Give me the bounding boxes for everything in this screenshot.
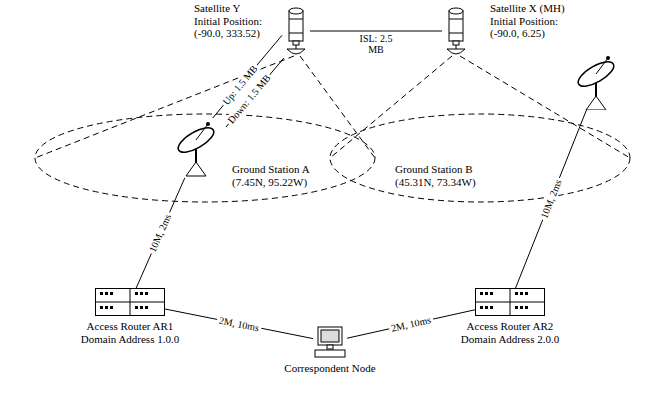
link-line [165, 309, 313, 339]
router-case [476, 289, 545, 316]
router-icon [95, 288, 165, 316]
satellite-body [449, 11, 463, 41]
router-led [485, 306, 488, 309]
router-led [105, 292, 108, 295]
router-led [145, 292, 148, 295]
satellite-antenna [447, 49, 465, 54]
router-led [515, 306, 518, 309]
ground-station-node: Ground Station A (7.45N, 95.22W) [170, 118, 226, 178]
router-led [515, 292, 518, 295]
router-led [100, 306, 103, 309]
dish-base [586, 96, 606, 110]
satellite-band [449, 33, 463, 34]
link-label: 2M, 10ms [216, 314, 262, 334]
router-led [145, 306, 148, 309]
ground-station-node: Ground Station B (45.31N, 73.34W) [570, 52, 626, 110]
node-label: Access Router AR2 Domain Address 2.0.0 [457, 320, 563, 345]
router-led [525, 306, 528, 309]
access-router-node: Access Router AR1 Domain Address 1.0.0 [95, 288, 165, 316]
node-label: Ground Station B (45.31N, 73.34W) [395, 163, 487, 188]
beam-line [460, 56, 630, 158]
coverage-ellipse [35, 114, 375, 202]
router-led [480, 292, 483, 295]
node-label: Correspondent Node [270, 362, 390, 375]
dish-feed [596, 58, 608, 74]
link-label: 2M, 10ms [388, 314, 434, 334]
link-label: 10M, 2ms [146, 210, 174, 255]
router-case [96, 289, 165, 316]
dish-icon [570, 52, 626, 110]
router-led [140, 306, 143, 309]
sat-icon [442, 4, 470, 58]
router-led [135, 292, 138, 295]
satellite-band [289, 19, 303, 20]
monitor-screen [321, 330, 339, 342]
router-led [490, 306, 493, 309]
router-led [135, 306, 138, 309]
access-router-node: Access Router AR2 Domain Address 2.0.0 [475, 288, 545, 316]
link-line [516, 110, 587, 288]
monitor-stand [327, 345, 333, 349]
node-label: Satellite X (MH) Initial Position: (-90.… [490, 2, 570, 40]
router-led [480, 306, 483, 309]
router-divider [130, 289, 131, 316]
router-led [520, 306, 523, 309]
beam-line [35, 56, 294, 158]
link-label: 10M, 2ms [538, 176, 565, 221]
router-icon [475, 288, 545, 316]
router-led [490, 292, 493, 295]
router-led [140, 292, 143, 295]
pc-icon [313, 326, 347, 358]
satellite-mast [296, 45, 297, 49]
router-divider [510, 289, 511, 316]
satellite-top [449, 8, 463, 14]
beam-line [300, 56, 375, 158]
keyboard [315, 350, 345, 357]
router-led [110, 306, 113, 309]
router-led [525, 292, 528, 295]
link-line [347, 310, 475, 338]
satellite-top [289, 8, 303, 14]
satellite-neck [453, 41, 459, 45]
satellite-body [289, 11, 303, 41]
node-label: Ground Station A (7.45N, 95.22W) [232, 163, 324, 188]
monitor [318, 327, 342, 345]
dish-feed-horn [606, 56, 610, 60]
router-led [100, 292, 103, 295]
dish-feed-horn [206, 122, 210, 126]
satellite-neck [293, 41, 299, 45]
satellite-band [289, 33, 303, 34]
link-label: ISL: 2.5 MB [354, 33, 398, 55]
beam-line [330, 56, 452, 158]
dish-icon [170, 118, 226, 178]
dish-feed [196, 124, 208, 140]
node-label: Satellite Y Initial Position: (-90.0, 33… [194, 2, 266, 40]
satellite-band [449, 19, 463, 20]
router-led [110, 292, 113, 295]
router-led [520, 292, 523, 295]
satellite-mast [456, 45, 457, 49]
satellite-antenna [287, 49, 305, 54]
computer-node: Correspondent Node [313, 326, 347, 358]
router-led [105, 306, 108, 309]
dish-base [186, 162, 206, 176]
link-line [310, 31, 442, 32]
router-led [485, 292, 488, 295]
dish-reflector [575, 57, 618, 91]
satellite-node: Satellite Y Initial Position: (-90.0, 33… [282, 4, 310, 58]
sat-icon [282, 4, 310, 58]
satellite-node: Satellite X (MH) Initial Position: (-90.… [442, 4, 470, 58]
link-line [136, 178, 185, 288]
node-label: Access Router AR1 Domain Address 1.0.0 [77, 320, 183, 345]
dish-reflector [175, 123, 218, 157]
